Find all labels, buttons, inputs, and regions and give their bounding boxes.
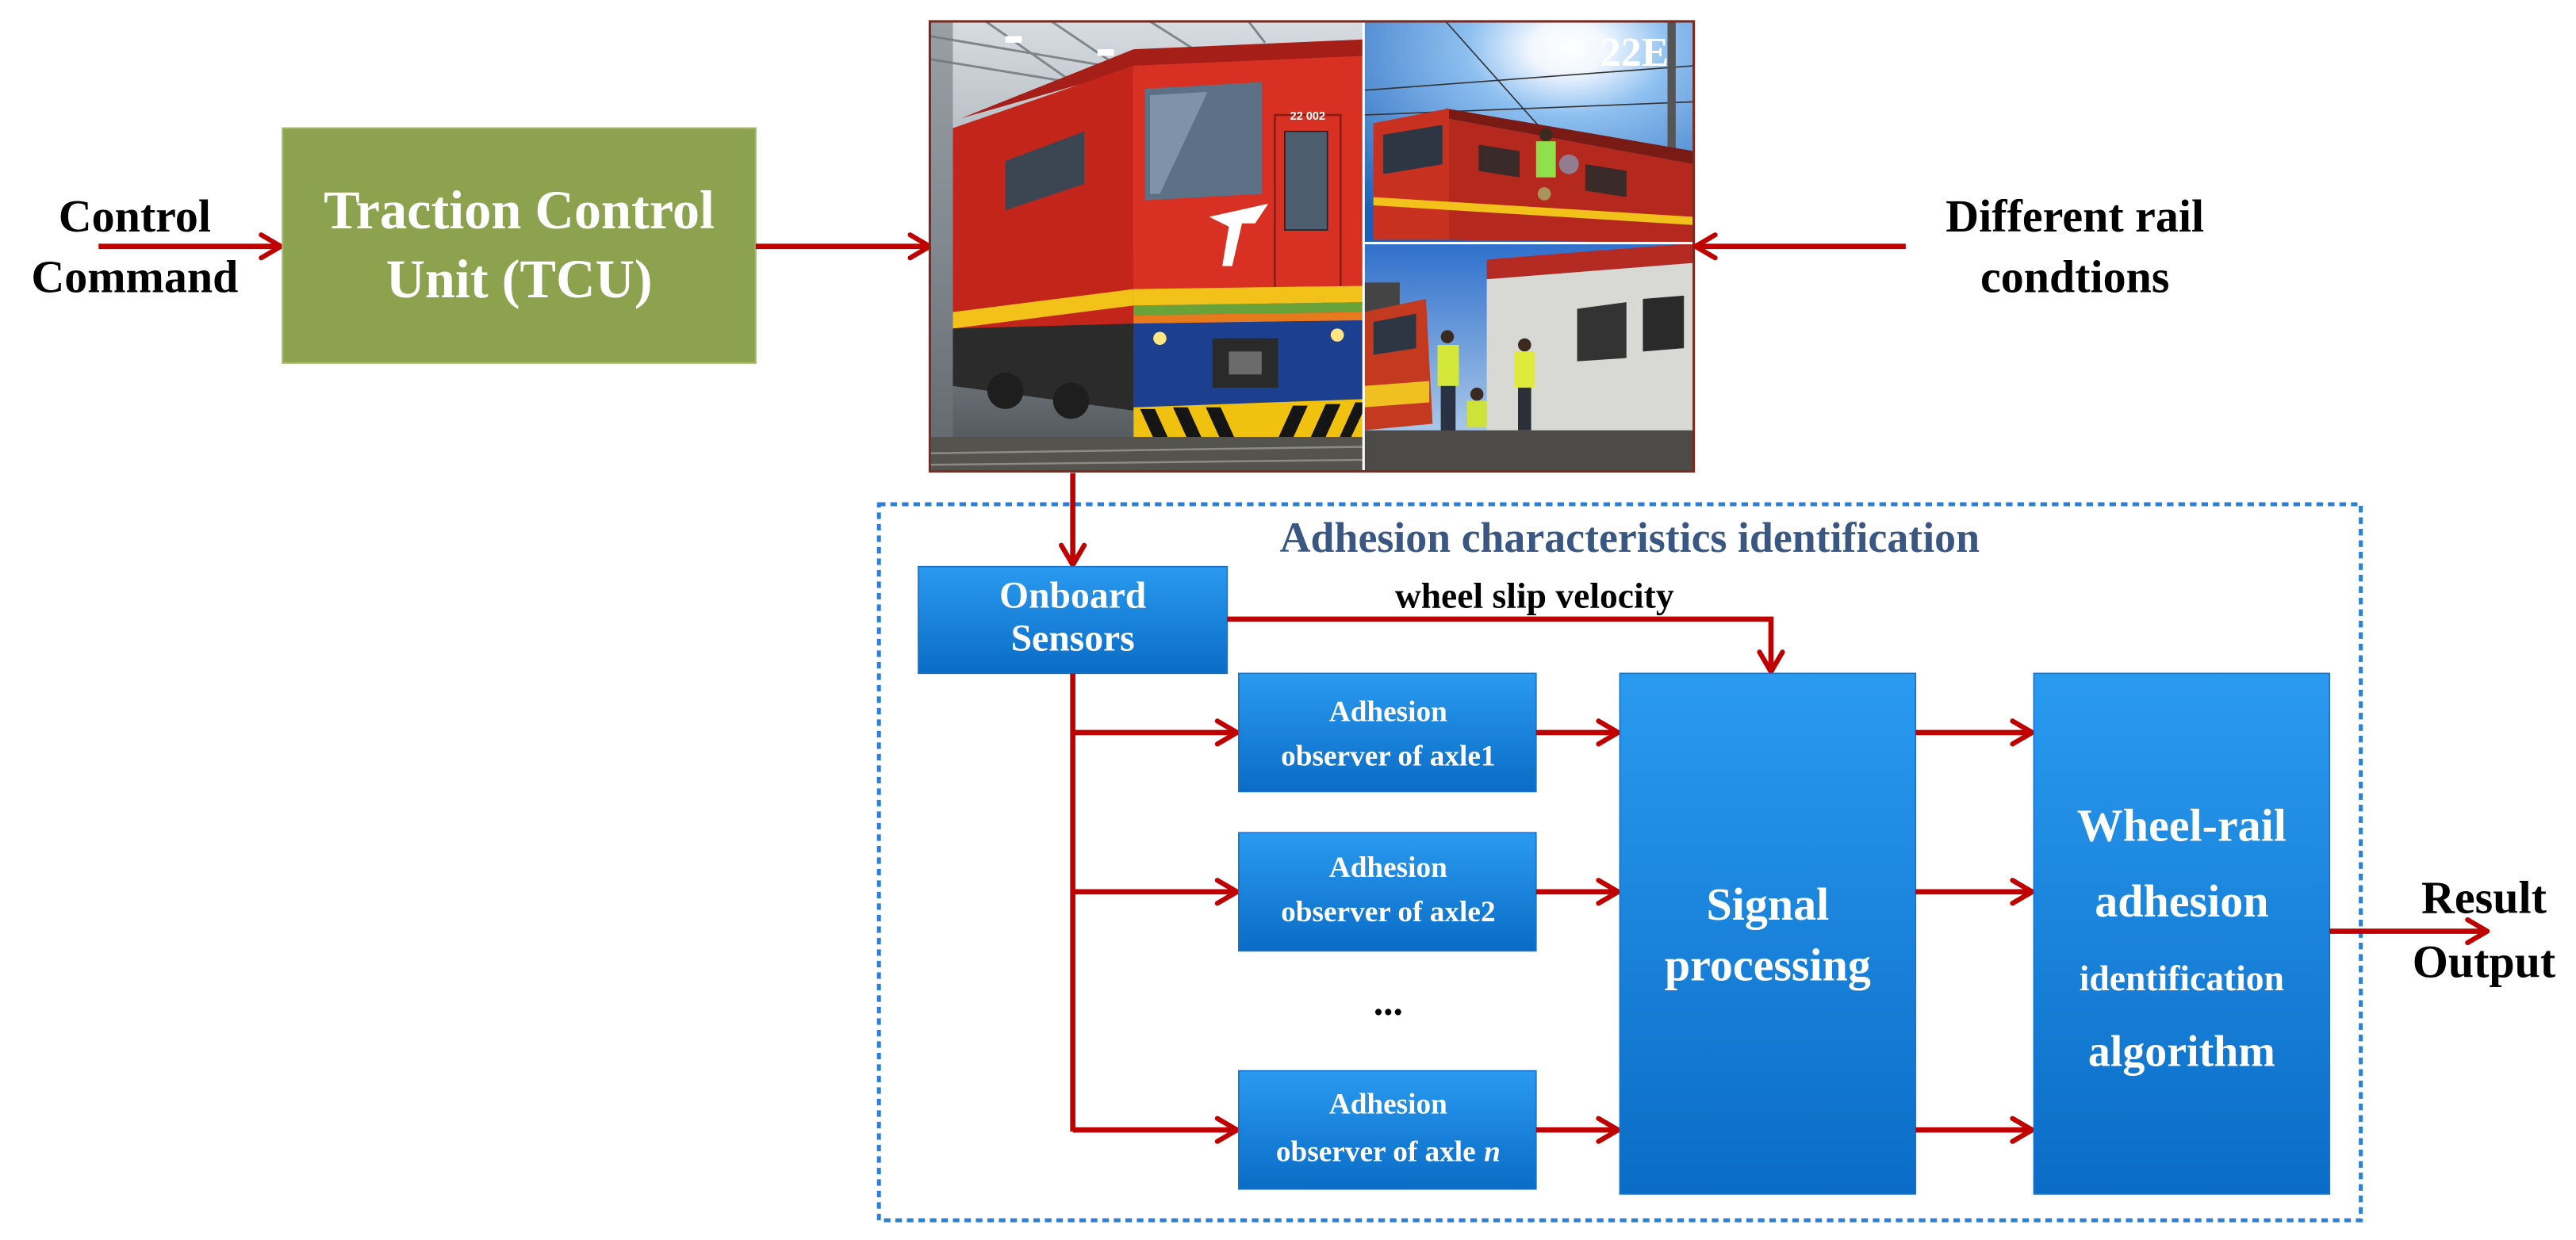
photo-label: 22E xyxy=(1600,30,1669,75)
algorithm-line-4: algorithm xyxy=(2088,1027,2275,1076)
loco-side-window xyxy=(1005,131,1085,211)
shed-pillar xyxy=(930,21,953,472)
worker-vest xyxy=(1535,141,1556,178)
loco-chevron-stripes xyxy=(1140,402,1364,446)
front-stripe-yellow xyxy=(1133,285,1364,306)
tcu-line-2: Unit (TCU) xyxy=(386,249,653,309)
ceiling-light xyxy=(1005,36,1022,43)
shed-floor xyxy=(930,437,1364,472)
loco-roof xyxy=(960,39,1364,119)
photo-panel-field-test xyxy=(1363,243,1694,472)
observer-box xyxy=(1238,672,1537,793)
algorithm-line-1: Wheel-rail xyxy=(2077,800,2287,852)
result-output-label: Result Output xyxy=(2413,872,2556,988)
adhesion-algorithm-block: Wheel-rail adhesion identification algor… xyxy=(2033,672,2331,1195)
tcu-box xyxy=(282,127,757,364)
roof-truss xyxy=(930,21,1267,97)
worker-legs xyxy=(1518,387,1531,431)
observer-line-2-prefix: observer of axle xyxy=(1276,1136,1476,1169)
worker-head xyxy=(1440,330,1455,343)
observer-box xyxy=(1238,1070,1537,1190)
observer-line-2: observer of axle2 xyxy=(1281,896,1495,928)
loco-logo-icon xyxy=(1209,203,1269,266)
signal-processing-box xyxy=(1619,672,1917,1195)
train-stripe xyxy=(1373,197,1694,225)
grey-train-door xyxy=(1577,302,1627,362)
worker-head xyxy=(1518,338,1531,352)
train-side-window xyxy=(1478,144,1520,178)
control-command-label: Control Command xyxy=(31,190,238,303)
tcu-block: Traction Control Unit (TCU) xyxy=(282,127,757,364)
train-side-window xyxy=(1585,164,1627,197)
observer-axle-2: Adhesion observer of axle2 xyxy=(1238,832,1537,952)
ceiling-light xyxy=(1097,49,1114,56)
rail-conditions-line-2: condtions xyxy=(1980,251,2170,303)
front-stripe-green xyxy=(1133,302,1364,316)
worker-vest xyxy=(1514,351,1535,388)
observer-line-1: Adhesion xyxy=(1329,852,1447,884)
train-roof xyxy=(1445,108,1694,165)
side-stripe-yellow xyxy=(953,289,1134,329)
onboard-sensors-block: Onboard Sensors xyxy=(918,565,1229,675)
observer-line-1: Adhesion xyxy=(1329,695,1447,728)
slip-velocity-label: wheel slip velocity xyxy=(1395,575,1674,615)
loco-wheel xyxy=(1052,382,1090,419)
algorithm-line-3: identification xyxy=(2080,958,2284,998)
loco-wheel xyxy=(987,373,1024,409)
onboard-sensors-box xyxy=(918,565,1229,675)
observer-box xyxy=(1238,832,1537,952)
signal-processing-line-1: Signal xyxy=(1706,878,1829,930)
catenary-pole xyxy=(1667,21,1676,243)
photo-panel-shed: 22 002 xyxy=(930,21,1364,472)
rail-conditions-line-1: Different rail xyxy=(1945,190,2204,242)
onboard-sensors-line-1: Onboard xyxy=(999,575,1146,616)
loco-door-window xyxy=(1284,130,1328,231)
onboard-sensors-line-2: Sensors xyxy=(1011,618,1135,659)
grey-train-body xyxy=(1486,262,1694,472)
train-windshield xyxy=(1383,124,1443,174)
worker-vest xyxy=(1466,400,1487,427)
signal-processing-line-2: processing xyxy=(1665,940,1871,991)
result-output-line-1: Result xyxy=(2421,872,2547,924)
control-command-line-1: Control xyxy=(59,190,211,242)
field-loco-window xyxy=(1373,313,1416,355)
coupler-knuckle xyxy=(1229,351,1262,375)
arrow-slip-velocity-to-signal-processing xyxy=(1227,616,1785,675)
headlight-left xyxy=(1153,331,1167,346)
worker-head xyxy=(1539,128,1553,142)
adhesion-algorithm-box xyxy=(2033,672,2331,1195)
worker-vest xyxy=(1437,345,1459,386)
headlight-right xyxy=(1330,328,1344,342)
algorithm-line-2: adhesion xyxy=(2095,875,2268,927)
field-loco-chevron xyxy=(1363,381,1430,408)
tcu-line-1: Traction Control xyxy=(324,180,715,240)
rail-track xyxy=(930,446,1364,466)
grey-train-window xyxy=(1643,295,1685,352)
observer-line-2: observer of axle1 xyxy=(1281,740,1495,772)
lens-flare xyxy=(1558,154,1579,174)
worker-legs xyxy=(1440,385,1456,432)
observer-axle-1: Adhesion observer of axle1 xyxy=(1238,672,1537,793)
loco-number: 22 002 xyxy=(1290,110,1325,123)
front-stripe-orange xyxy=(1133,312,1364,324)
identification-frame xyxy=(876,502,2363,1223)
lens-flare xyxy=(1537,187,1551,201)
observer-axle-index: n xyxy=(1484,1136,1501,1169)
observer-ellipsis: ... xyxy=(1374,980,1403,1024)
windshield-reflection xyxy=(1150,92,1208,194)
signal-processing-block: Signal processing xyxy=(1619,672,1917,1195)
field-ground xyxy=(1363,430,1694,472)
rail-conditions-label: Different rail condtions xyxy=(1945,190,2204,303)
photo-panel-sunlit-train: 22E xyxy=(1363,21,1694,243)
worker-head xyxy=(1470,387,1484,401)
identification-title: Adhesion characteristics identification xyxy=(1280,514,1980,561)
result-output-line-2: Output xyxy=(2413,936,2556,988)
control-command-line-2: Command xyxy=(31,251,238,303)
grey-train-stripe xyxy=(1486,243,1694,280)
observer-line-1: Adhesion xyxy=(1329,1088,1447,1120)
locomotive-photo: 22 002 xyxy=(928,20,1696,473)
